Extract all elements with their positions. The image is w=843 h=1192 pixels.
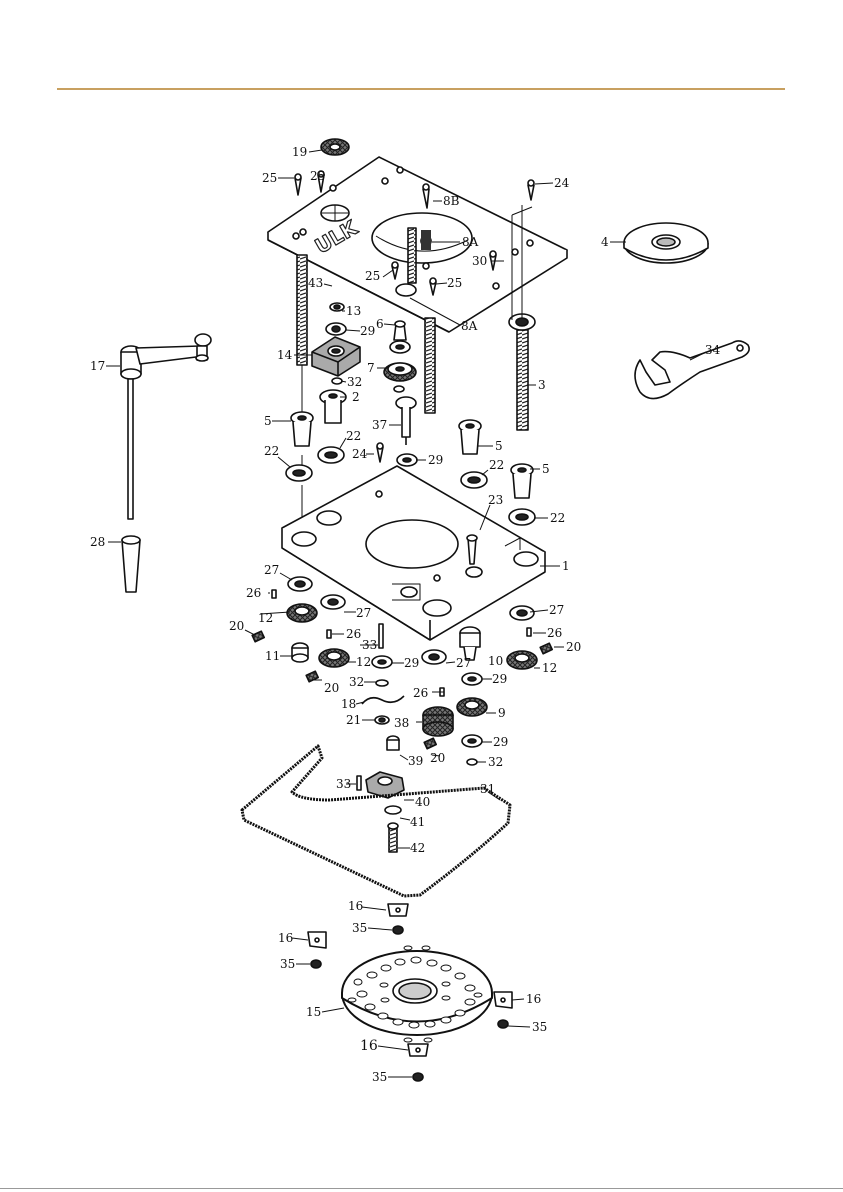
label-29: 29: [428, 453, 443, 467]
label-35: 35: [352, 921, 367, 935]
label-35: 35: [532, 1020, 547, 1034]
label-20: 20: [566, 640, 581, 654]
threaded-rod-3: [517, 330, 528, 430]
label-10: 10: [488, 654, 503, 668]
label-4: 4: [601, 235, 609, 249]
label-42: 42: [410, 841, 425, 855]
label-12: 12: [542, 661, 557, 675]
label-2: 2: [352, 390, 360, 404]
label-27: 27: [456, 656, 471, 670]
label-16: 16: [278, 931, 293, 945]
label-38: 38: [394, 716, 409, 730]
label-26: 26: [346, 627, 361, 641]
label-22: 22: [550, 511, 565, 525]
label-8B: 8B: [443, 194, 460, 208]
crank-handle: [121, 334, 211, 592]
label-43: 43: [308, 276, 323, 290]
label-29: 29: [404, 656, 419, 670]
label-32: 32: [347, 375, 362, 389]
label-22: 22: [489, 458, 504, 472]
label-12: 12: [356, 655, 371, 669]
label-37: 37: [372, 418, 387, 432]
label-34: 34: [705, 343, 721, 357]
label-28: 28: [90, 535, 105, 549]
label-20: 20: [430, 751, 445, 765]
label-25: 25: [365, 269, 380, 283]
label-24: 24: [554, 176, 570, 190]
label-32: 32: [349, 675, 364, 689]
label-25: 25: [447, 276, 462, 290]
spanner-wrench: [635, 341, 749, 399]
label-18: 18: [341, 697, 356, 711]
base-block: [282, 466, 545, 640]
label-20: 20: [324, 681, 339, 695]
label-5: 5: [495, 439, 503, 453]
label-31: 31: [480, 782, 495, 796]
threaded-rod: [297, 255, 307, 365]
label-30: 30: [472, 254, 487, 268]
label-27: 27: [549, 603, 564, 617]
label-26: 26: [246, 586, 261, 600]
label-5: 5: [542, 462, 550, 476]
label-6: 6: [376, 317, 384, 331]
label-33: 33: [362, 638, 377, 652]
label-3: 3: [538, 378, 546, 392]
label-40: 40: [415, 795, 430, 809]
page-bottom-edge: [0, 1188, 843, 1189]
label-26: 26: [413, 686, 428, 700]
label-16: 16: [360, 1038, 378, 1054]
label-25: 25: [310, 169, 325, 183]
label-24: 24: [352, 447, 368, 461]
label-14: 14: [277, 348, 293, 362]
drive-belt: [242, 746, 510, 896]
label-9: 9: [498, 706, 506, 720]
label-5: 5: [264, 414, 272, 428]
label-35: 35: [280, 957, 295, 971]
label-11: 11: [265, 649, 280, 663]
label-23: 23: [488, 493, 503, 507]
label-41: 41: [410, 815, 425, 829]
label-26: 26: [547, 626, 562, 640]
label-32: 32: [488, 755, 503, 769]
label-20: 20: [229, 619, 244, 633]
label-7: 7: [367, 361, 375, 375]
label-8A: 8A: [461, 319, 478, 333]
label-25: 25: [262, 171, 277, 185]
pin-icon: [421, 230, 431, 250]
label-27: 27: [356, 606, 371, 620]
label-19: 19: [292, 145, 307, 159]
label-21: 21: [346, 713, 361, 727]
label-1: 1: [562, 559, 570, 573]
label-16: 16: [526, 992, 541, 1006]
label-8A: 8A: [462, 235, 479, 249]
label-33: 33: [336, 777, 351, 791]
label-27: 27: [264, 563, 279, 577]
label-39: 39: [408, 754, 423, 768]
label-22: 22: [264, 444, 279, 458]
label-29: 29: [360, 324, 375, 338]
sub-base-disc: [342, 946, 492, 1042]
label-29: 29: [492, 672, 507, 686]
label-29: 29: [493, 735, 508, 749]
label-22: 22: [346, 429, 361, 443]
label-13: 13: [346, 304, 361, 318]
label-16: 16: [348, 899, 363, 913]
label-35: 35: [372, 1070, 387, 1084]
label-12: 12: [258, 611, 273, 625]
label-17: 17: [90, 359, 105, 373]
label-15: 15: [306, 1005, 321, 1019]
